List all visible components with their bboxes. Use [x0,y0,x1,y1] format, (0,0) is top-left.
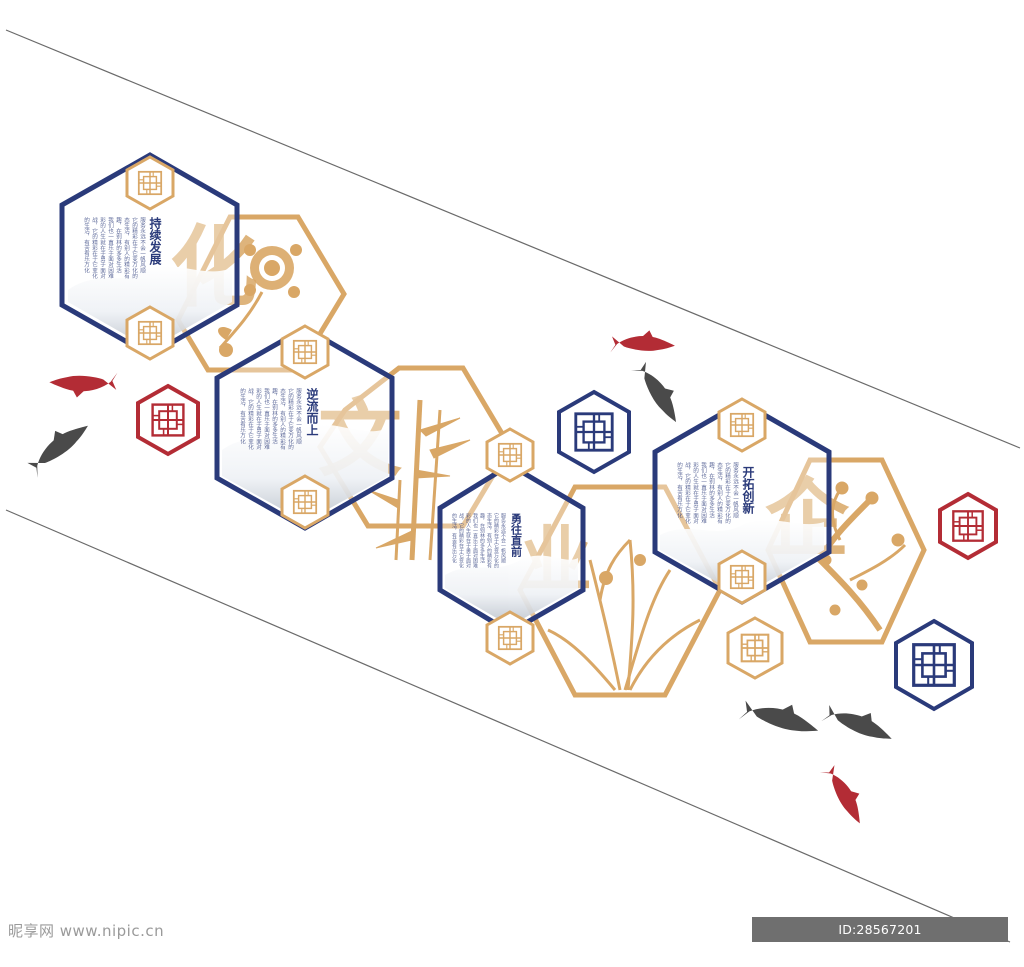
panel-body-line: 它的精彩在于它变万化的 [287,387,294,451]
panel-body-line: 的生活，有苦有乐万化 [676,461,683,519]
gray-fish-icon [821,698,898,746]
panel-body-line: 战，它的精彩在于它变化 [458,512,464,569]
panel-body-line: 服务永远不会一帆风顺 [139,217,146,274]
red-fish-icon [49,372,119,399]
panel-body-line: 趣，在别林的多多生活 [708,461,715,519]
red-fish-icon [610,330,675,353]
orchid-icon [547,538,701,691]
panel-body-line: 我们也一直乐于面对困难 [472,512,478,569]
wall-outline [5,29,1021,943]
bamboo-icon [367,399,471,561]
panel-body-line: 趣，在别林的多多生活 [115,216,122,274]
panel-title: 持续发展 [148,216,162,266]
panel-3: 勇往直前 服务永远不会一帆风顺 它的精彩在于它变万化的 态生活，有别人的精彩有 … [451,512,523,569]
panel-1: 持续发展 服务永远不会一帆风顺 它的精彩在于它变万化的 态生活，有别人的精彩有 … [83,216,162,280]
panel-body-line: 趣，在别林的多多生活 [479,512,485,564]
panel-body-line: 我们也一直乐于面对困难 [107,216,114,280]
red-lattice-ornaments [136,383,998,561]
panel-body-line: 服务永远不会一帆风顺 [500,513,506,564]
panel-body-line: 趣，在别林的多多生活 [271,387,278,445]
panel-title: 勇往直前 [510,513,523,558]
navy-lattice-ornaments [557,389,974,712]
gray-fish-icon [630,356,690,427]
panel-body-line: 彩的人生就在于勇于面对 [692,461,699,524]
gold-lattice-ornaments [125,155,784,680]
panel-body-line: 战，它的精彩在于它变化 [247,387,254,451]
panel-body-line: 服务永远不会一帆风顺 [295,388,302,445]
panel-body-line: 的生活，有苦有乐万化 [83,216,90,274]
panel-2: 逆流而上 服务永远不会一帆风顺 它的精彩在于它变万化的 态生活，有别人的精彩有 … [239,387,319,451]
panel-body-line: 彩的人生就在于勇于面对 [99,216,106,279]
panel-body-line: 它的精彩在于它变万化的 [493,512,499,569]
panel-body-line: 态生活，有别人的精彩有 [123,216,130,280]
panel-body-line: 我们也一直乐于面对困难 [263,387,270,451]
panel-body-line: 我们也一直乐于面对困难 [700,461,707,525]
panel-body-line: 服务永远不会一帆风顺 [732,462,739,519]
panel-body-line: 态生活，有别人的精彩有 [279,387,286,451]
red-fish-icon [819,760,873,828]
site-watermark: 昵享网 www.nipic.cn [8,922,165,940]
gray-fish-icon [21,412,93,478]
panel-body-line: 战，它的精彩在于它变化 [684,461,691,525]
panel-body-line: 的生活，有苦有乐万化 [451,512,457,564]
chrysanthemum-icon [218,244,302,357]
panel-body-line: 它的精彩在于它变万化的 [131,216,138,280]
panel-title: 开拓创新 [741,466,755,515]
panel-body-line: 战，它的精彩在于它变化 [91,216,98,280]
panel-body-line: 彩的人生就在于勇于面对 [255,387,262,450]
image-id-watermark: ID:28567201 NO:20240628175545244122 [752,917,1008,962]
panel-body-line: 态生活，有别人的精彩有 [486,512,492,569]
panel-title: 逆流而上 [305,387,319,436]
gray-fish-icon [738,693,823,739]
panel-body-line: 它的精彩在于它变万化的 [724,461,731,525]
panel-body-line: 彩的人生就在于勇于面对 [465,512,471,568]
panel-4: 开拓创新 服务永远不会一帆风顺 它的精彩在于它变万化的 态生活，有别人的精彩有 … [676,461,755,525]
panel-body-line: 态生活，有别人的精彩有 [716,461,723,525]
panel-body-line: 的生活，有苦有乐万化 [239,387,246,445]
